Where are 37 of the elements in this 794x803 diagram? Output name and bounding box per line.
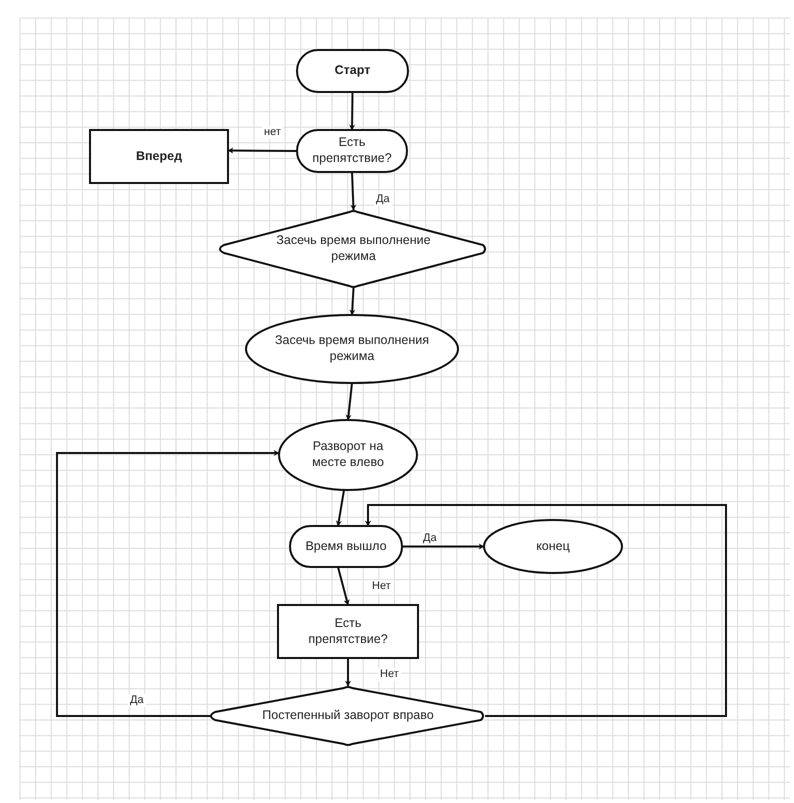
arrow [227,148,297,154]
decision-diamond [211,686,485,746]
edge-label: Да [421,532,439,545]
arrow [350,172,356,211]
edge-label: Да [128,694,146,707]
arrow [337,566,350,606]
node-text: Есть препятствие? [307,616,389,648]
node-text: Вперед [136,148,182,164]
process-ellipse [279,420,417,490]
edge-label: Да [374,193,392,206]
edge-label: Нет [378,668,401,681]
edge-label: Нет [370,580,393,593]
node-text: Есть препятствие? [311,135,393,167]
edge-label: нет [262,126,283,139]
node-text: Постепенный заворот вправо [262,708,434,724]
arrow [365,504,727,717]
node-text: Разворот на месте влево [311,439,385,471]
process-ellipse [246,315,458,383]
end-ellipse [484,520,622,573]
node-text: Засечь время выполнение режима [275,233,432,265]
start-terminal [297,50,408,92]
decision-terminal [290,526,402,567]
decision-terminal [297,130,407,172]
decision-diamond [220,210,487,288]
node-text: конец [536,538,570,554]
arrow [402,544,485,550]
arrow [349,92,356,131]
node-text: Время вышло [305,538,387,554]
arrow [56,450,280,717]
node-text: Засечь время выполнения режима [274,333,430,365]
arrow [349,288,356,316]
node-text: Старт [334,63,370,79]
arrow [336,490,345,527]
process-box [278,605,418,658]
arrow [345,658,351,687]
process-box [90,130,228,183]
arrow [346,382,353,421]
